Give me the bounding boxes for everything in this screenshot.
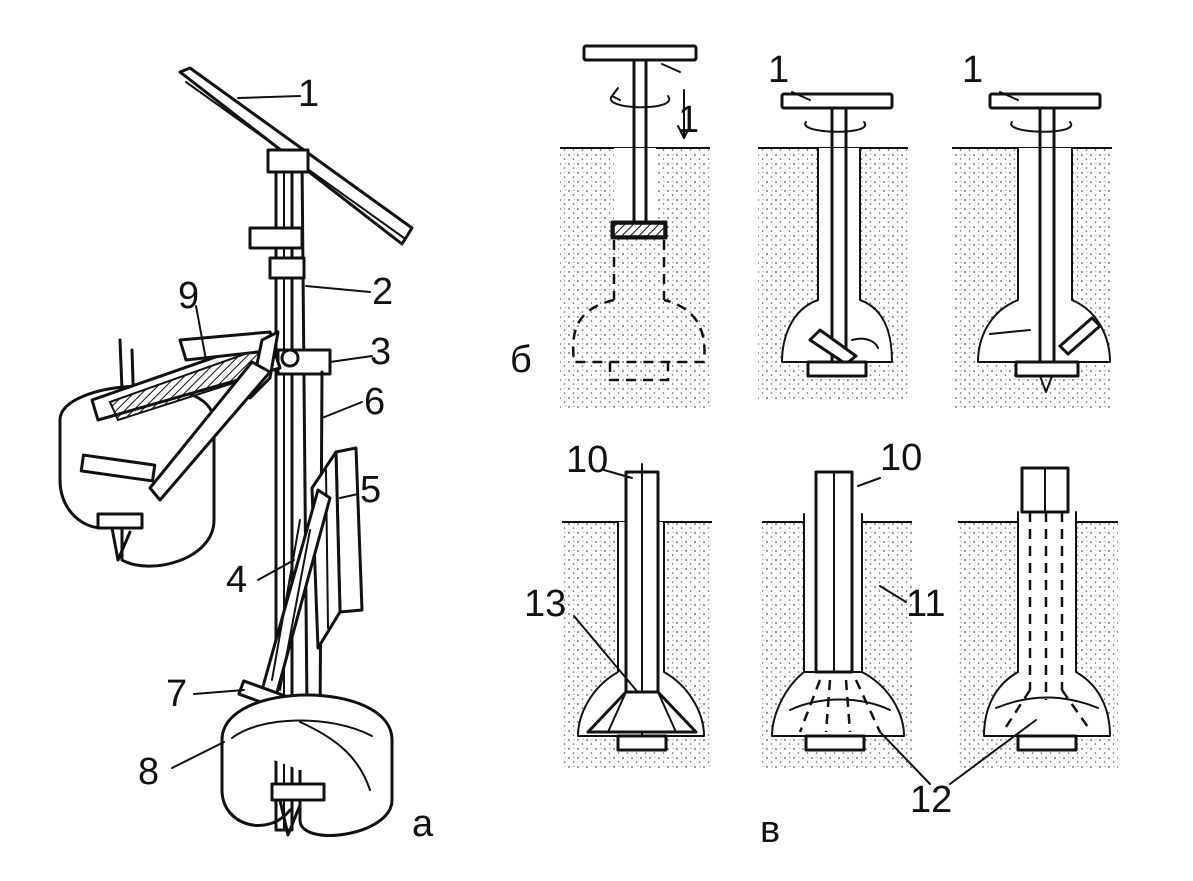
label-12: 12 (910, 779, 952, 821)
stage-b3 (952, 92, 1112, 410)
label-1-b2: 1 (768, 49, 789, 91)
label-8-bucket: 8 (138, 751, 159, 793)
stage-v2 (762, 470, 912, 770)
label-1-b1: 1 (678, 99, 699, 141)
label-9-inset: 9 (178, 275, 199, 317)
panel-b-drilling-stages (560, 44, 1112, 410)
panel-label-v: в (760, 809, 780, 851)
label-10-v1: 10 (566, 439, 608, 481)
callout-labels: 1 2 3 4 5 6 7 8 9 1 1 1 10 10 11 12 13 а… (138, 49, 983, 851)
label-3-clamp: 3 (370, 331, 391, 373)
label-2-rod: 2 (372, 271, 393, 313)
inset-bucket-9 (58, 330, 282, 568)
label-5-blade: 5 (360, 469, 381, 511)
label-7-lever: 7 (166, 673, 187, 715)
label-1-b3: 1 (962, 49, 983, 91)
panel-a-auger-tool (58, 66, 414, 837)
label-1-handle: 1 (298, 73, 319, 115)
stage-b1 (560, 44, 710, 408)
panel-label-b: б (510, 339, 532, 381)
stage-v3 (958, 466, 1118, 770)
stage-v1 (562, 463, 712, 770)
label-11: 11 (906, 583, 945, 625)
leader-lines (171, 63, 1037, 785)
panel-v-concreting-stages (562, 463, 1118, 770)
label-4-strut: 4 (226, 559, 247, 601)
panel-label-a: а (412, 803, 434, 845)
stage-b2 (758, 92, 908, 400)
label-10-v2: 10 (880, 437, 922, 479)
label-6-rod: 6 (364, 381, 385, 423)
label-13: 13 (524, 583, 566, 625)
auger-bucket-8 (220, 693, 394, 837)
